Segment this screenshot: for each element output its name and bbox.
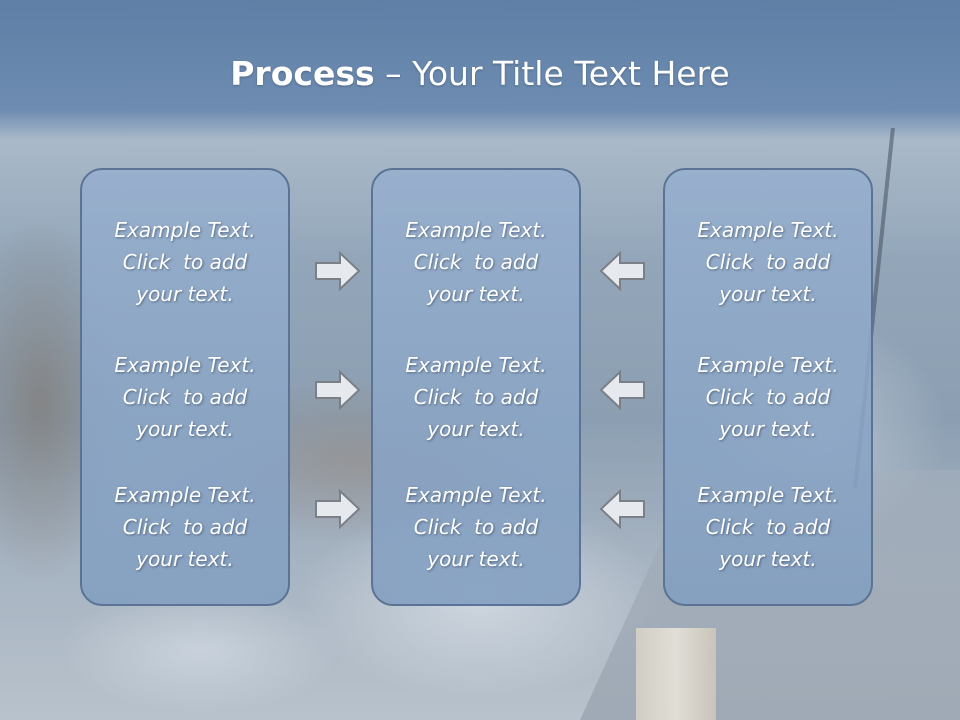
panel-left[interactable]: Example Text. Click to add your text. Ex… [80,168,290,606]
text-line: Click to add [413,385,539,409]
panel-center[interactable]: Example Text. Click to add your text. Ex… [371,168,581,606]
panel-right[interactable]: Example Text. Click to add your text. Ex… [663,168,873,606]
text-line: Click to add [122,515,248,539]
text-line: your text. [136,417,234,441]
text-placeholder[interactable]: Example Text. Click to add your text. [82,349,288,445]
arrow-right-icon [314,488,362,530]
text-line: Example Text. [114,218,256,242]
arrow-left-icon [598,488,646,530]
text-line: Click to add [705,515,831,539]
text-line: your text. [136,547,234,571]
text-line: Example Text. [405,483,547,507]
arrow-left-icon [598,250,646,292]
text-line: your text. [136,282,234,306]
text-line: Example Text. [114,483,256,507]
text-placeholder[interactable]: Example Text. Click to add your text. [373,349,579,445]
text-placeholder[interactable]: Example Text. Click to add your text. [665,214,871,310]
text-line: Example Text. [114,353,256,377]
text-line: Click to add [705,385,831,409]
text-placeholder[interactable]: Example Text. Click to add your text. [373,479,579,575]
text-line: Click to add [413,250,539,274]
text-line: Example Text. [405,218,547,242]
deck-post-decoration [636,628,716,720]
text-line: your text. [719,547,817,571]
text-line: your text. [427,417,525,441]
text-placeholder[interactable]: Example Text. Click to add your text. [665,349,871,445]
text-line: your text. [719,417,817,441]
text-line: Click to add [122,250,248,274]
text-line: your text. [427,547,525,571]
text-line: Click to add [122,385,248,409]
text-line: Example Text. [697,218,839,242]
text-line: your text. [719,282,817,306]
text-line: Example Text. [697,483,839,507]
text-placeholder[interactable]: Example Text. Click to add your text. [82,214,288,310]
text-placeholder[interactable]: Example Text. Click to add your text. [373,214,579,310]
text-line: Example Text. [697,353,839,377]
arrow-left-icon [598,369,646,411]
slide-title[interactable]: Process – Your Title Text Here [0,52,960,96]
title-rest: – Your Title Text Here [374,54,730,93]
arrow-right-icon [314,369,362,411]
text-line: your text. [427,282,525,306]
text-placeholder[interactable]: Example Text. Click to add your text. [665,479,871,575]
text-line: Click to add [705,250,831,274]
text-line: Example Text. [405,353,547,377]
title-bold: Process [230,54,375,93]
arrow-right-icon [314,250,362,292]
text-line: Click to add [413,515,539,539]
text-placeholder[interactable]: Example Text. Click to add your text. [82,479,288,575]
